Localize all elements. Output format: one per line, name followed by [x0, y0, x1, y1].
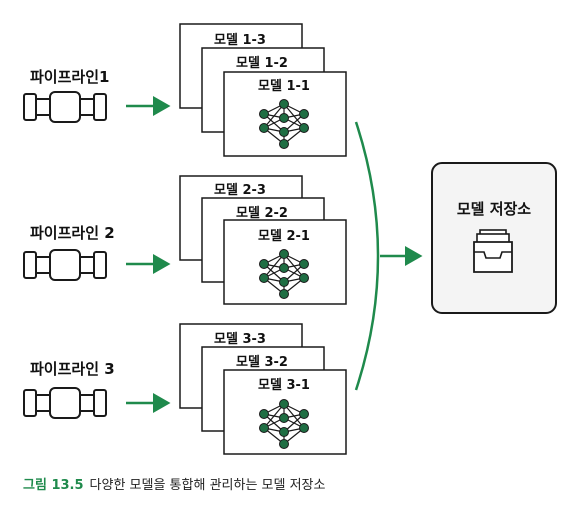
pipeline-2: 파이프라인 2	[23, 224, 171, 281]
model-store: 모델 저장소	[431, 162, 557, 314]
pipeline-1: 파이프라인1	[23, 68, 171, 123]
pipe-icon	[23, 387, 107, 419]
model-label: 모델 1-2	[236, 56, 288, 71]
model-store-label: 모델 저장소	[457, 200, 531, 218]
model-label: 모델 2-1	[258, 229, 310, 244]
pipeline-label: 파이프라인1	[30, 68, 109, 86]
model-stack-2: 모델 2-3 모델 2-2 모델 2-1	[179, 175, 347, 305]
model-stack-3: 모델 3-3 모델 3-2 모델 3-1	[179, 323, 347, 455]
model-label: 모델 2-2	[236, 206, 288, 221]
model-label: 모델 3-3	[214, 332, 266, 347]
pipeline-3: 파이프라인 3	[23, 360, 171, 419]
merge-brace	[354, 121, 380, 391]
model-label: 모델 1-1	[258, 79, 310, 94]
pipe-icon	[23, 91, 107, 123]
model-label: 모델 1-3	[214, 33, 266, 48]
figure-caption: 그림 13.5 다양한 모델을 통합해 관리하는 모델 저장소	[23, 474, 325, 493]
model-label: 모델 2-3	[214, 183, 266, 198]
figure-number: 그림 13.5	[23, 478, 84, 493]
model-stack-1: 모델 1-3 모델 1-2 모델 1-1	[179, 23, 347, 157]
pipeline-label: 파이프라인 3	[30, 360, 115, 378]
pipe-icon	[23, 249, 107, 281]
model-label: 모델 3-2	[236, 355, 288, 370]
figure-caption-text: 다양한 모델을 통합해 관리하는 모델 저장소	[89, 478, 326, 493]
model-label: 모델 3-1	[258, 378, 310, 393]
archive-tray-icon	[473, 229, 513, 273]
pipeline-label: 파이프라인 2	[30, 224, 115, 242]
